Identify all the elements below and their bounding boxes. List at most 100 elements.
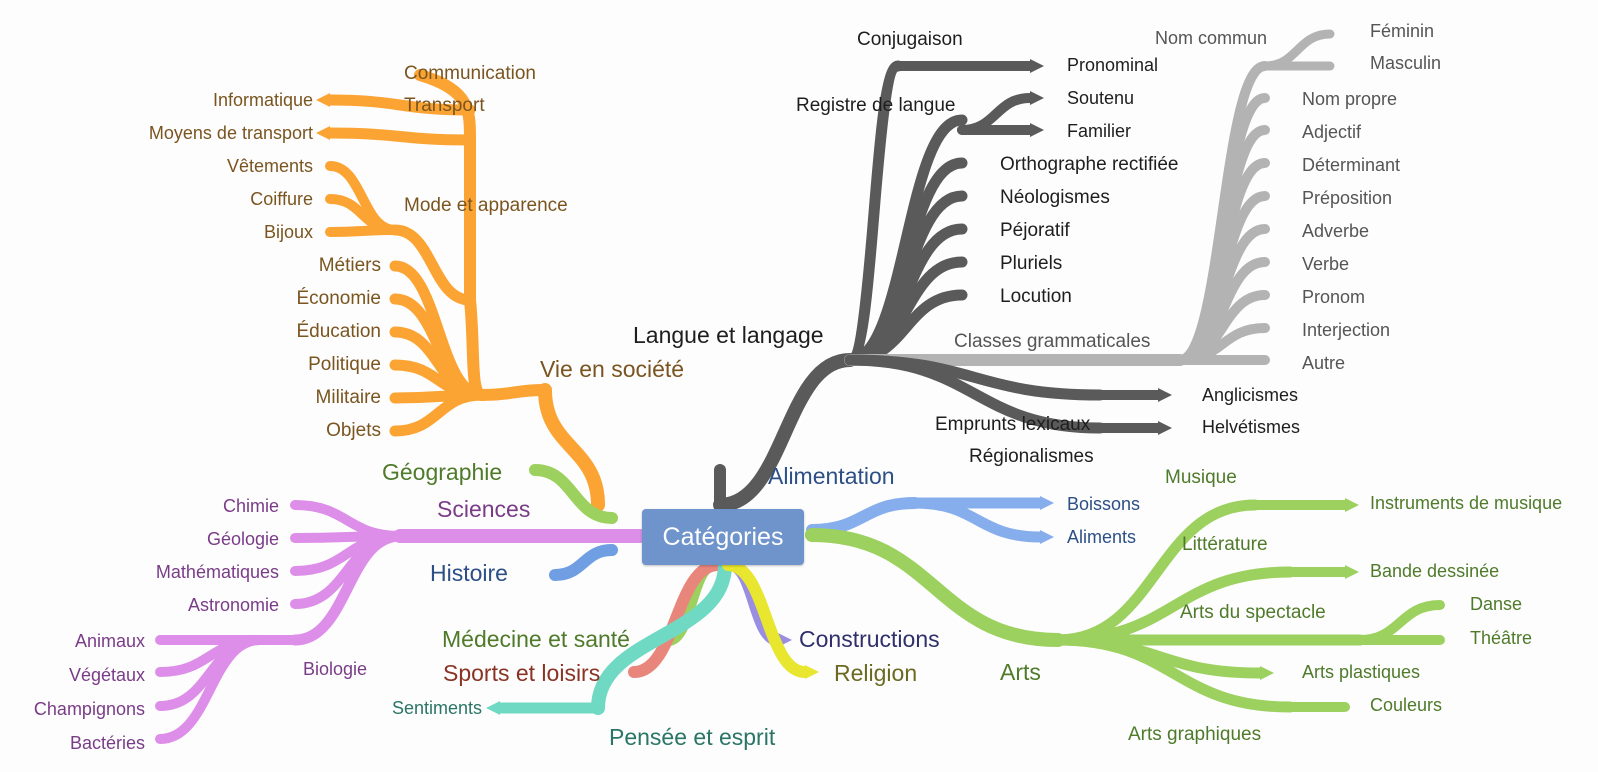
arrow-informatique [316,93,330,107]
arrow-bd [1345,565,1359,579]
node-coiffure[interactable]: Coiffure [250,189,313,209]
node-transport[interactable]: Transport [404,95,485,116]
node-danse[interactable]: Danse [1470,594,1523,614]
node-arts-graphiques[interactable]: Arts graphiques [1128,724,1262,745]
node-bacteries[interactable]: Bactéries [69,733,145,753]
connector-geographie [529,464,618,524]
connector-langue [713,353,857,512]
node-sentiments[interactable]: Sentiments [391,698,482,718]
node-anglicismes[interactable]: Anglicismes [1202,385,1299,405]
node-nom-propre[interactable]: Nom propre [1302,89,1398,109]
node-aliments[interactable]: Aliments [1067,527,1137,547]
node-orthographe-rectifiee[interactable]: Orthographe rectifiée [1000,154,1179,175]
arrow-soutenu [1030,91,1044,105]
node-interjection[interactable]: Interjection [1302,320,1391,340]
node-langue-et-langage[interactable]: Langue et langage [633,322,824,348]
connector-graphiques [1052,634,1296,713]
connector-emprunts-2 [844,354,1106,434]
node-adverbe[interactable]: Adverbe [1302,221,1370,241]
connector-vie-spine [414,69,488,401]
node-communication[interactable]: Communication [404,63,536,84]
node-metiers[interactable]: Métiers [318,255,381,276]
node-militaire[interactable]: Militaire [315,387,381,408]
node-religion[interactable]: Religion [834,660,918,686]
arrow-helvetismes [1158,421,1172,435]
connector-religion [722,559,811,678]
node-vegetaux[interactable]: Végétaux [68,665,145,685]
node-conjugaison[interactable]: Conjugaison [857,29,963,50]
node-education[interactable]: Éducation [296,321,381,342]
node-biologie[interactable]: Biologie [303,659,368,679]
node-bande-dessinee[interactable]: Bande dessinée [1370,561,1500,581]
node-constructions[interactable]: Constructions [799,626,940,652]
node-regionalismes[interactable]: Régionalismes [969,446,1094,467]
connector-mode [389,224,476,306]
node-politique[interactable]: Politique [308,354,381,375]
node-animaux[interactable]: Animaux [74,631,145,651]
node-vetements[interactable]: Vêtements [226,156,313,176]
node-autre[interactable]: Autre [1302,353,1346,373]
node-arts-du-spectacle[interactable]: Arts du spectacle [1180,602,1326,623]
node-pensee-et-esprit[interactable]: Pensée et esprit [609,724,776,750]
connector-vie-trunk [476,384,551,401]
node-couleurs[interactable]: Couleurs [1370,695,1443,715]
node-mode-et-apparence[interactable]: Mode et apparence [404,195,568,216]
node-economie[interactable]: Économie [296,288,382,309]
node-instruments-de-musique[interactable]: Instruments de musique [1370,493,1563,513]
node-vie-en-societe[interactable]: Vie en société [540,356,685,382]
node-preposition[interactable]: Préposition [1302,188,1393,208]
node-masculin[interactable]: Masculin [1370,53,1442,73]
node-helvetismes[interactable]: Helvétismes [1202,417,1301,437]
node-arts-plastiques[interactable]: Arts plastiques [1302,662,1421,682]
node-sports-et-loisirs[interactable]: Sports et loisirs [443,660,601,686]
node-informatique[interactable]: Informatique [212,90,313,110]
connector-histoire [549,544,618,581]
node-boissons[interactable]: Boissons [1067,494,1141,514]
node-nom-commun[interactable]: Nom commun [1155,28,1268,48]
connector-vie [538,383,605,512]
node-pluriels[interactable]: Pluriels [1000,253,1063,274]
node-pronom[interactable]: Pronom [1302,287,1366,307]
node-champignons[interactable]: Champignons [33,699,145,719]
node-sciences[interactable]: Sciences [437,496,531,522]
node-adjectif[interactable]: Adjectif [1302,122,1362,142]
connector-danse [1355,600,1445,645]
connector-alimentation [806,497,921,536]
node-histoire[interactable]: Histoire [430,560,508,586]
node-soutenu[interactable]: Soutenu [1067,88,1135,108]
node-arts[interactable]: Arts [1000,659,1041,685]
node-geographie[interactable]: Géographie [382,459,503,485]
node-emprunts-lexicaux[interactable]: Emprunts lexicaux [935,414,1091,435]
node-registre-de-langue[interactable]: Registre de langue [796,95,956,116]
node-geologie[interactable]: Géologie [206,529,279,549]
arrow-plastiques [1260,666,1274,680]
node-musique[interactable]: Musique [1165,467,1237,488]
node-feminin[interactable]: Féminin [1370,21,1435,41]
node-alimentation[interactable]: Alimentation [768,463,895,489]
node-chimie[interactable]: Chimie [222,496,279,516]
node-medecine-et-sante[interactable]: Médecine et santé [442,626,630,652]
node-locution[interactable]: Locution [1000,286,1072,307]
node-mathematiques[interactable]: Mathématiques [155,562,279,582]
node-objets[interactable]: Objets [326,420,381,441]
node-bijoux[interactable]: Bijoux [263,222,313,242]
connector-langue-0 [844,60,904,366]
node-classes-grammaticales[interactable]: Classes grammaticales [954,331,1151,352]
node-determinant[interactable]: Déterminant [1302,155,1401,175]
root-node[interactable]: Catégories [642,509,804,565]
connector-vie-leaf-5 [389,389,488,437]
node-astronomie[interactable]: Astronomie [187,595,279,615]
node-pronominal[interactable]: Pronominal [1067,55,1159,75]
node-pejoratif[interactable]: Péjoratif [1000,220,1070,241]
node-verbe[interactable]: Verbe [1302,254,1350,274]
node-moyens-de-transport[interactable]: Moyens de transport [148,123,313,143]
node-neologismes[interactable]: Néologismes [1000,187,1110,208]
node-theatre[interactable]: Théâtre [1470,628,1533,648]
arrow-familier [1030,123,1044,137]
node-familier[interactable]: Familier [1067,121,1132,141]
connector-aliments [909,497,1046,543]
node-litterature[interactable]: Littérature [1182,534,1268,555]
connector-feminin [1260,29,1335,71]
connector-bio-2 [155,635,265,744]
